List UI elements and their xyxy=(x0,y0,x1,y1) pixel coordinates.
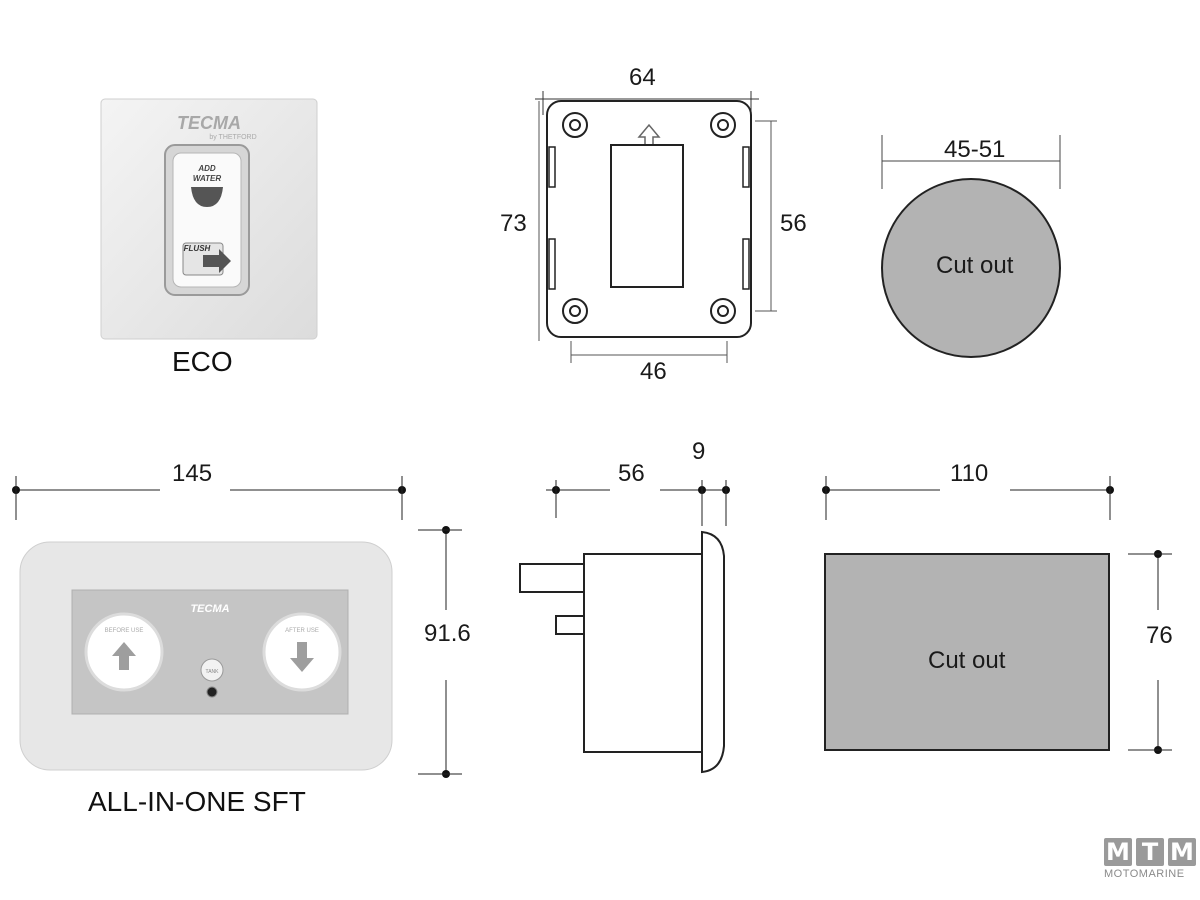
screw-hole-icon xyxy=(562,112,736,324)
sft-height-dimension: 91.6 xyxy=(424,620,471,647)
eco-subbrand: by THETFORD xyxy=(209,134,256,141)
arrow-up-icon xyxy=(112,642,136,670)
flush-arrow-icon xyxy=(203,249,231,273)
eco-cutout-diameter: 45-51 xyxy=(944,136,1006,163)
eco-switch-illustration: TECMA by THETFORD ADD WATER FLUSH xyxy=(100,98,318,340)
sft-cutout-height: 76 xyxy=(1146,622,1173,649)
sft-caption: ALL-IN-ONE SFT xyxy=(88,786,306,817)
sft-cutout-rect xyxy=(824,553,1110,751)
eco-back-view-drawing xyxy=(535,91,777,363)
sft-panel-drawing: TECMA BEFORE USE AFTER USE TANK xyxy=(12,476,462,778)
sft-depth-dimension: 56 xyxy=(618,460,645,487)
watermark-letter-1: M xyxy=(1104,838,1132,866)
eco-back-width-bottom: 46 xyxy=(640,358,667,385)
sft-brand-logo: TECMA xyxy=(190,603,229,615)
eco-rocker-label-water: WATER xyxy=(193,174,222,183)
sft-after-use-label: AFTER USE xyxy=(285,628,319,634)
sft-flange-dimension: 9 xyxy=(692,438,706,465)
sft-before-use-label: BEFORE USE xyxy=(105,628,144,634)
eco-cutout-label: Cut out xyxy=(936,252,1014,279)
eco-back-height-left: 73 xyxy=(500,210,527,237)
eco-brand-logo: TECMA xyxy=(177,113,241,133)
sft-width-dimension: 145 xyxy=(172,460,213,487)
sft-side-view-drawing xyxy=(519,480,730,774)
arrow-down-icon xyxy=(290,642,314,672)
arrow-up-outline-icon xyxy=(637,123,661,148)
eco-rocker-label-add: ADD xyxy=(197,164,216,173)
sft-cutout-drawing xyxy=(822,476,1172,754)
watermark-letter-2: T xyxy=(1136,838,1164,866)
sft-tank-indicator xyxy=(200,658,224,682)
sft-cutout-label: Cut out xyxy=(928,647,1006,674)
water-bowl-icon xyxy=(191,187,223,207)
eco-back-height-right: 56 xyxy=(780,210,807,237)
watermark-letter-3: M xyxy=(1168,838,1196,866)
eco-cutout-circle xyxy=(881,178,1061,358)
eco-back-width-top: 64 xyxy=(629,64,656,91)
eco-rocker-label-flush: FLUSH xyxy=(184,244,211,253)
watermark-subtitle: MOTOMARINE xyxy=(1104,868,1185,880)
eco-caption: ECO xyxy=(172,346,233,377)
eco-cutout-drawing xyxy=(881,135,1061,358)
sft-cutout-width: 110 xyxy=(950,460,989,487)
sft-tank-led xyxy=(206,686,218,698)
sft-tank-label: TANK xyxy=(206,669,220,675)
